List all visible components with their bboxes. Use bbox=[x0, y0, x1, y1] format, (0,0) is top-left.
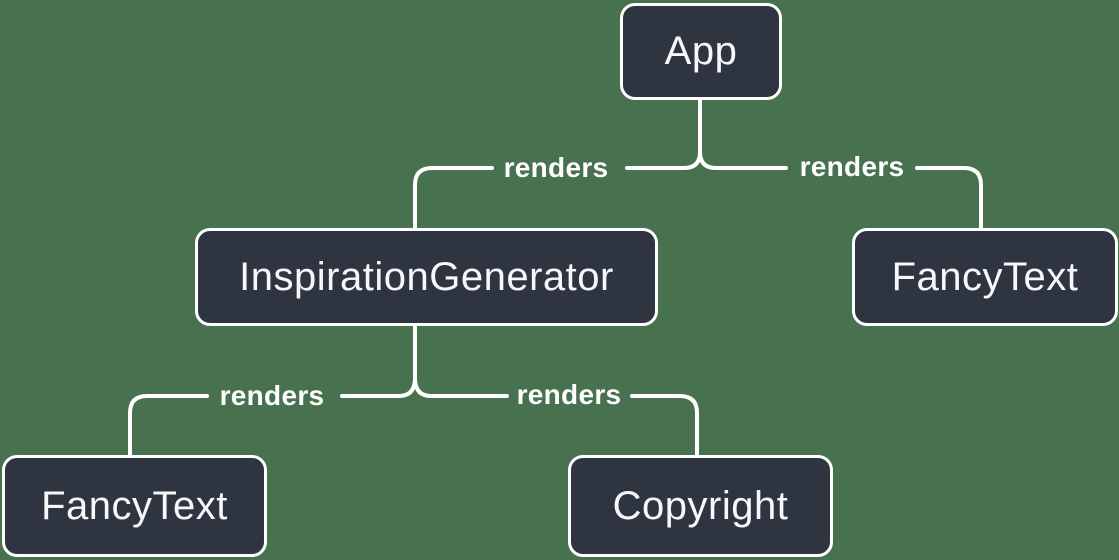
edge-lines bbox=[128, 98, 983, 457]
tree-node-copyright: Copyright bbox=[568, 455, 833, 557]
edge-inspirationgenerator-to-copyright-a bbox=[413, 324, 509, 398]
tree-node-fancy-text-right: FancyText bbox=[852, 228, 1118, 326]
edge-inspirationgenerator-to-fancytext-a bbox=[340, 324, 417, 398]
tree-node-inspiration-generator: InspirationGenerator bbox=[195, 228, 658, 326]
tree-node-app: App bbox=[620, 3, 782, 100]
edge-label-app-fancytext: renders bbox=[799, 151, 905, 182]
tree-node-inspiration-generator-label: InspirationGenerator bbox=[239, 254, 614, 299]
tree-node-fancy-text-bottom: FancyText bbox=[2, 455, 267, 557]
tree-node-app-label: App bbox=[664, 29, 738, 73]
tree-node-copyright-label: Copyright bbox=[612, 483, 789, 528]
tree-node-fancy-text-right-label: FancyText bbox=[891, 254, 1079, 299]
edge-app-to-fancytext-a bbox=[698, 98, 788, 170]
edge-label-inspirationgenerator-fancytext: renders bbox=[219, 380, 325, 411]
edge-inspirationgenerator-to-copyright-b bbox=[630, 394, 699, 457]
edge-app-to-inspirationgenerator-a bbox=[625, 98, 702, 170]
edge-app-to-inspirationgenerator-b bbox=[413, 166, 494, 230]
edge-label-app-inspirationgenerator: renders bbox=[503, 152, 609, 183]
tree-node-fancy-text-bottom-label: FancyText bbox=[41, 483, 228, 528]
edge-app-to-fancytext-b bbox=[915, 166, 983, 230]
edge-label-inspirationgenerator-copyright: renders bbox=[516, 379, 622, 410]
edge-inspirationgenerator-to-fancytext-b bbox=[128, 394, 209, 457]
